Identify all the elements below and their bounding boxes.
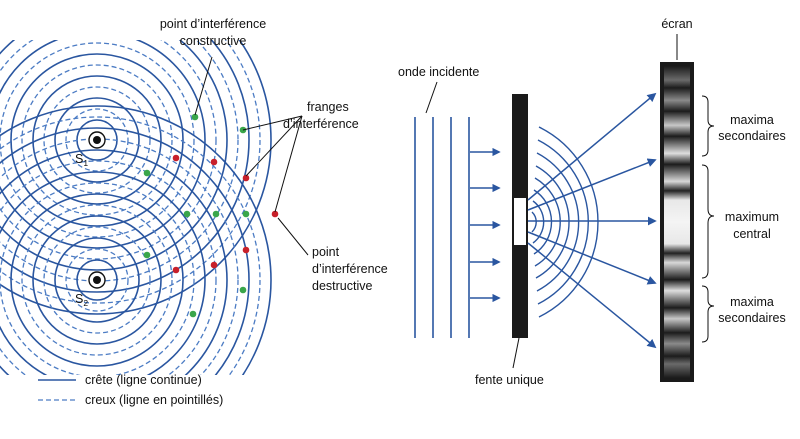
slit-opening	[514, 198, 526, 245]
secondary-bottom-label-line1: maxima	[730, 295, 774, 309]
legend-crest-label: crête (ligne continue)	[85, 373, 202, 387]
destructive-label-line3: destructive	[312, 279, 372, 293]
incident-wave-label: onde incidente	[398, 65, 479, 79]
interference-pattern	[664, 66, 690, 378]
screen	[660, 62, 694, 382]
central-label-line1: maximum	[725, 210, 779, 224]
source2-crests	[0, 105, 272, 375]
constructive-label-line1: point d’interférence	[160, 17, 266, 31]
incident-leader	[425, 81, 438, 114]
single-slit-barrier	[512, 94, 528, 338]
slit-leader	[512, 337, 520, 369]
destructive-points	[172, 154, 279, 274]
legend: crête (ligne continue) creux (ligne en p…	[38, 373, 223, 407]
destructive-label-line2: d’interférence	[312, 262, 388, 276]
constructive-label-line2: constructive	[180, 34, 247, 48]
source1-troughs	[0, 40, 261, 304]
secondary-top-label-line1: maxima	[730, 113, 774, 127]
interference-waves	[0, 40, 272, 375]
source2-label: S2	[75, 292, 88, 308]
diffracted-wavefronts	[531, 126, 599, 318]
fringes-label-line1: franges	[307, 100, 349, 114]
central-label-line2: central	[733, 227, 771, 241]
single-slit-label: fente unique	[475, 373, 544, 387]
constructive-points	[143, 113, 250, 318]
incident-wave	[414, 81, 501, 338]
source1-crests	[0, 40, 272, 315]
secondary-top-label-line2: secondaires	[718, 129, 785, 143]
source2-dot	[93, 276, 101, 284]
source1-dot	[93, 136, 101, 144]
source-points	[88, 131, 106, 289]
legend-trough-label: creux (ligne en pointillés)	[85, 393, 223, 407]
incident-arrows	[470, 147, 501, 303]
source1-label: S1	[75, 152, 88, 168]
secondary-bottom-label-line2: secondaires	[718, 311, 785, 325]
destructive-label-line1: point	[312, 245, 340, 259]
screen-label: écran	[661, 17, 692, 31]
leader-lines	[194, 56, 309, 256]
screen-brackets	[701, 95, 715, 343]
diffracted-rays	[527, 92, 657, 349]
fringes-label-line2: d’interférence	[283, 117, 359, 131]
